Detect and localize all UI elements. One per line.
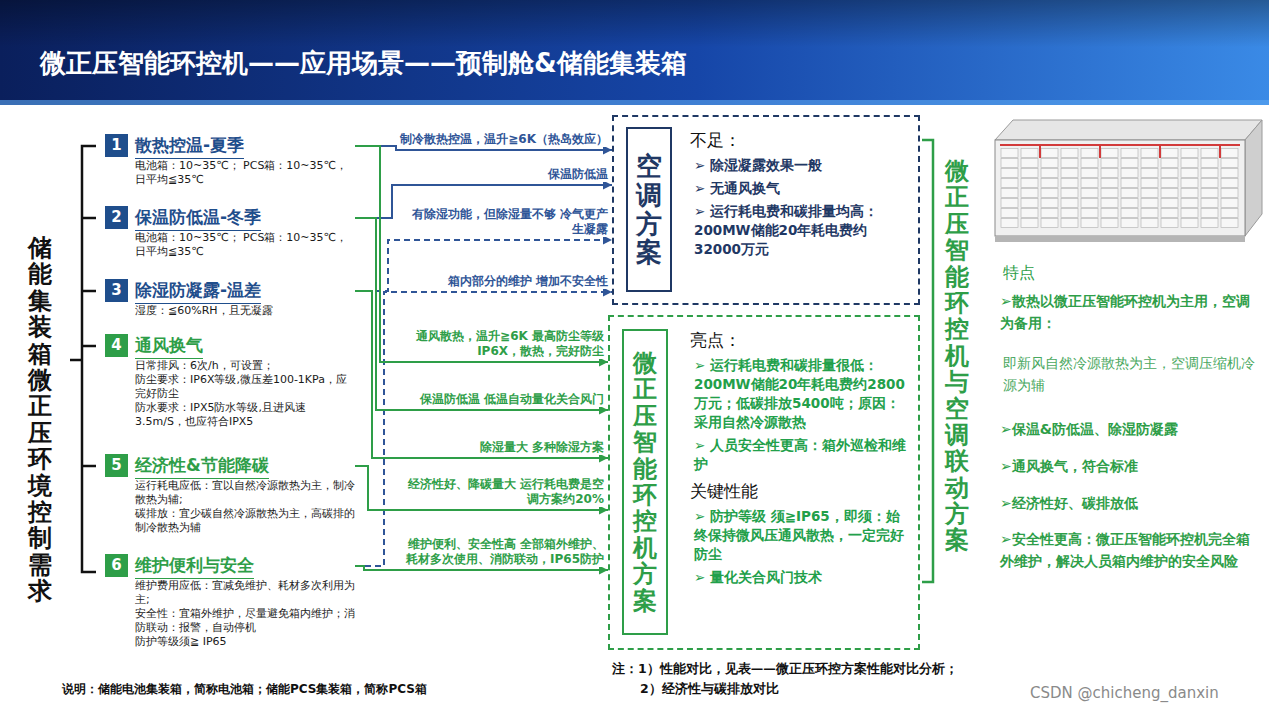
requirement-detail: 电池箱：10~35℃； PCS箱：10~35℃，日平均≦35℃ (105, 231, 355, 259)
right-bracket (922, 140, 933, 582)
bullet-item: ➢ 量化关合风门技术 (694, 568, 910, 587)
requirement-item: 6 维护便利与安全维护费用应低：宜减免维护、耗材多次利用为主;安全性：宜箱外维护，… (105, 553, 355, 649)
feature-item: ➢通风换气，符合标准 (1000, 455, 1262, 477)
container-front (995, 140, 1245, 236)
requirement-item: 5 经济性&节能降碳运行耗电应低：宜以自然冷源散热为主，制冷散热为辅;碳排放：宜少… (105, 453, 355, 535)
callout-number: 3 (105, 279, 128, 302)
callout-number: 4 (105, 334, 128, 357)
section-heading: 亮点： (690, 327, 910, 353)
container-side (1245, 120, 1262, 236)
scheme-text: 不足： ➢ 除湿凝露效果一般 ➢ 无通风换气 ➢ 运行耗电费和碳排量均高：200MW储… (690, 125, 910, 263)
connector-arrow (355, 146, 608, 362)
note: 注：1）性能对比，见表——微正压环控方案性能对比分析； (612, 658, 1032, 680)
callout-number: 6 (105, 554, 128, 577)
requirement-item: 1 散热控温-夏季电池箱：10~35℃； PCS箱：10~35℃，日平均≦35℃ (105, 133, 355, 187)
title-band-edge (0, 100, 1269, 105)
container-roof (995, 120, 1262, 140)
connector-label: 经济性好、降碳量大 运行耗电费是空调方案约20% (400, 477, 604, 507)
feature-detail: 即新风自然冷源散热为主，空调压缩机冷源为辅 (1003, 352, 1261, 396)
callout-number: 2 (105, 206, 128, 229)
bullet-item: ➢ 防护等级 须≧IP65，即须：始终保持微风压通风散热，一定完好防尘 (694, 507, 910, 564)
bullet-item: ➢ 除湿凝露效果一般 (694, 156, 910, 175)
scheme-name: 空调方案 (636, 152, 662, 266)
requirement-detail: 日常排风：6次/h，可设置； (105, 359, 355, 373)
connector-label: 箱内部分的维护 增加不安全性 (400, 274, 608, 289)
requirement-heading: 散热控温-夏季 (135, 133, 244, 159)
container-illustration (995, 120, 1262, 242)
connector-label: 维护便利、安全性高 全部箱外维护、耗材多次使用、消防联动，IP65防护 (400, 537, 604, 567)
connector-arrow (355, 291, 608, 458)
scheme-name: 微正压智能环控机方案 (633, 350, 657, 614)
section-heading: 不足： (690, 127, 910, 153)
connector-arrow (355, 292, 612, 566)
requirement-item: 4 通风换气日常排风：6次/h，可设置；防尘要求：IP6X等级,微压差100-1K… (105, 333, 355, 429)
scheme-box: 亮点： ➢ 运行耗电费和碳排量很低：200MW储能20年耗电费约2800万元；低碳… (608, 315, 920, 650)
bullet-item: ➢ 运行耗电费和碳排量均高：200MW储能20年耗电费约32000万元 (694, 202, 910, 259)
scheme-text: 亮点： ➢ 运行耗电费和碳排量很低：200MW储能20年耗电费约2800万元；低碳… (690, 325, 910, 591)
requirement-detail: 防尘要求：IP6X等级,微压差100-1KPa，应完好防尘 (105, 373, 355, 401)
callout-number: 5 (105, 454, 128, 477)
connector-label: 保温防低温 (400, 167, 608, 182)
requirement-detail: 防水要求：IPX5防水等级,且进风速3.5m/S，也应符合IPX5 (105, 401, 355, 429)
feature-item: ➢安全性更高：微正压智能环控机完全箱外维护，解决人员箱内维护的安全风险 (1000, 528, 1262, 572)
feature-item: ➢散热以微正压智能环控机为主用，空调为备用： (1000, 290, 1262, 334)
requirement-detail: 安全性：宜箱外维护，尽量避免箱内维护；消防联动：报警，自动停机 (105, 607, 355, 635)
bullet-item: ➢ 人员安全性更高：箱外巡检和维护 (694, 436, 910, 474)
connector-label: 除湿量大 多种除湿方案 (400, 440, 604, 455)
requirement-item: 2 保温防低温-冬季电池箱：10~35℃； PCS箱：10~35℃，日平均≦35℃ (105, 205, 355, 259)
feature-item: ➢保温&防低温、除湿防凝露 (1000, 418, 1262, 440)
requirement-detail: 湿度：≦60%RH，且无凝露 (105, 304, 355, 318)
connector-arrow (355, 218, 608, 410)
note: 2）经济性与碳排放对比 (640, 678, 940, 700)
side-heading: 微正压智能环控机与空调 联动方案 (945, 158, 969, 554)
page-title: 微正压智能环控机——应用场景——预制舱&储能集装箱 (40, 46, 687, 81)
requirement-heading: 通风换气 (135, 333, 203, 359)
connector-arrow (355, 240, 612, 291)
requirement-heading: 经济性&节能降碳 (135, 453, 269, 479)
requirement-detail: 碳排放：宜少碳自然冷源散热为主，高碳排的制冷散热为辅 (105, 507, 355, 535)
feature-item: ➢经济性好、碳排放低 (1000, 492, 1262, 514)
container-cabling (1000, 145, 1240, 158)
scheme-name-box: 空调方案 (626, 127, 672, 292)
section-heading: 关键性能 (690, 478, 910, 504)
container-base (995, 236, 1245, 242)
scheme-name-box: 微正压智能环控机方案 (622, 329, 668, 635)
side-heading: 储能集装箱 微正压环境控制需求 (28, 235, 52, 604)
connector-label: 制冷散热控温，温升≧6K（热岛效应） (400, 132, 608, 147)
battery-racks (1000, 148, 1240, 228)
requirement-item: 3 除湿防凝露-温差湿度：≦60%RH，且无凝露 (105, 278, 355, 318)
title-band (0, 0, 1269, 105)
connector-arrow (355, 466, 608, 510)
bullet-item: ➢ 无通风换气 (694, 179, 910, 198)
connector-label: 通风散热，温升≧6K 最高防尘等级IP6X，散热，完好防尘 (400, 329, 604, 359)
feature-heading: 特点 (1003, 262, 1103, 284)
requirement-heading: 保温防低温-冬季 (135, 205, 261, 231)
connector-label: 有除湿功能，但除湿量不够 冷气更产生凝露 (400, 207, 608, 237)
note: 说明：储能电池集装箱，简称电池箱；储能PCS集装箱，简称PCS箱 (62, 678, 582, 700)
title-band-shade (0, 0, 1269, 105)
requirement-detail: 运行耗电应低：宜以自然冷源散热为主，制冷散热为辅; (105, 479, 355, 507)
requirement-detail: 电池箱：10~35℃； PCS箱：10~35℃，日平均≦35℃ (105, 159, 355, 187)
scheme-box: 不足： ➢ 除湿凝露效果一般 ➢ 无通风换气 ➢ 运行耗电费和碳排量均高：200MW储… (612, 115, 920, 305)
requirement-detail: 防护等级须≧ IP65 (105, 635, 355, 649)
left-bracket (70, 146, 96, 572)
watermark: CSDN @chicheng_danxin (1030, 682, 1262, 704)
requirement-heading: 除湿防凝露-温差 (135, 278, 261, 304)
requirement-heading: 维护便利与安全 (135, 553, 254, 579)
callout-number: 1 (105, 134, 128, 157)
bullet-item: ➢ 运行耗电费和碳排量很低：200MW储能20年耗电费约2800万元；低碳排放5… (694, 356, 910, 432)
connector-label: 保温防低温 低温自动量化关合风门 (400, 392, 604, 407)
requirement-detail: 维护费用应低：宜减免维护、耗材多次利用为主; (105, 579, 355, 607)
